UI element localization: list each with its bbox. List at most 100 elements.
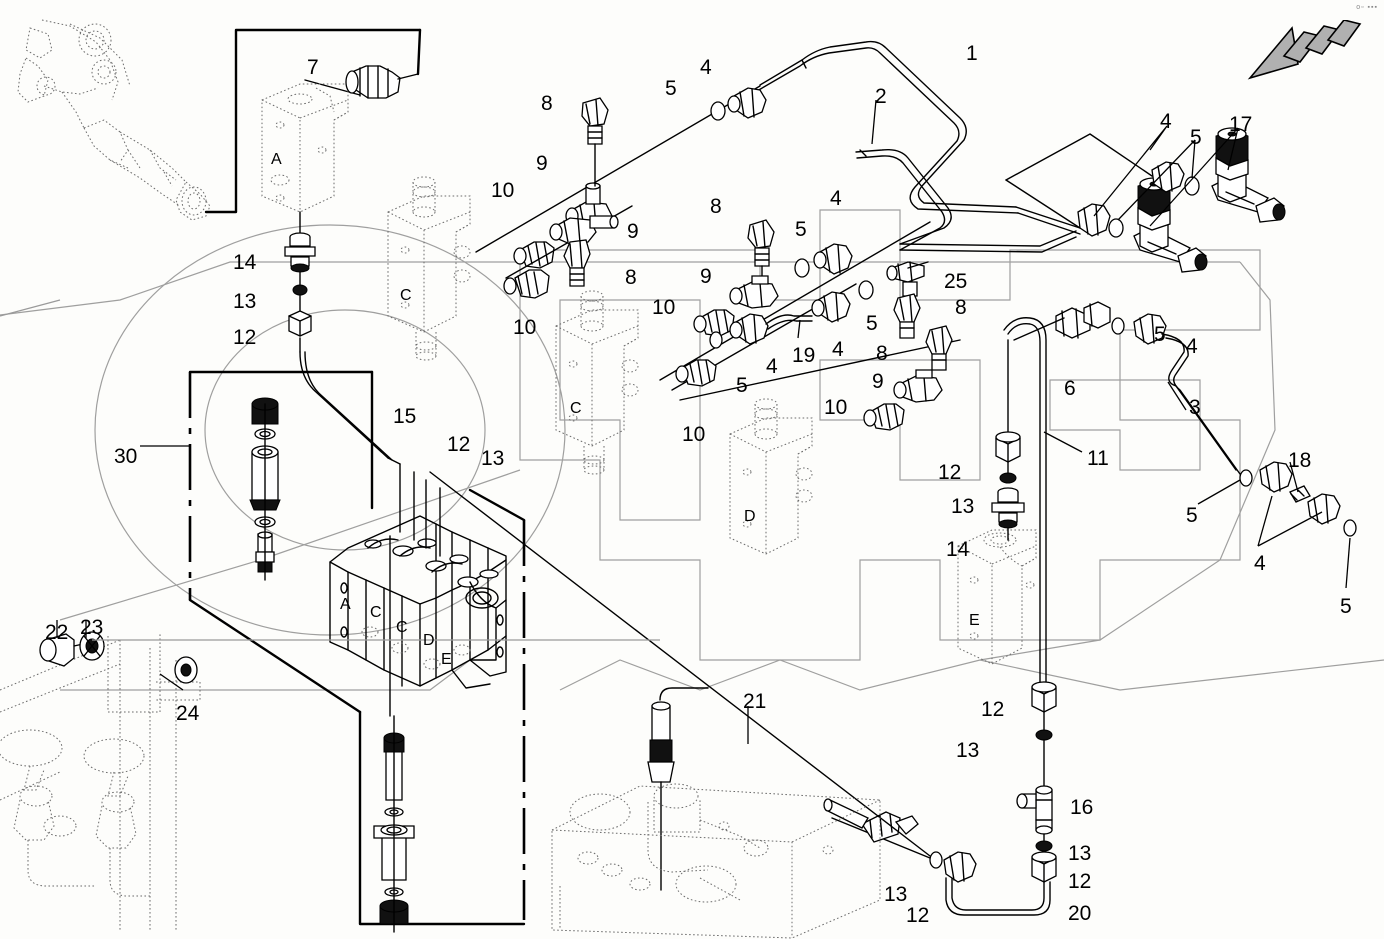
callout-5: 5	[1154, 323, 1166, 346]
callout-8: 8	[625, 266, 637, 289]
line-middle	[659, 221, 931, 381]
callout-22: 22	[45, 621, 69, 644]
line-right-valves-a	[1005, 179, 1081, 229]
callout-18: 18	[1288, 449, 1312, 472]
block-label-A: A	[271, 151, 282, 168]
coupling-21	[823, 798, 919, 843]
line-right-valves-b	[1005, 133, 1153, 181]
watermark	[0, 209, 1384, 691]
tube-2	[855, 148, 1077, 253]
nut-4-a	[727, 87, 767, 119]
callout-2: 2	[875, 85, 887, 108]
callout-4: 4	[830, 187, 842, 210]
callout-5: 5	[1186, 504, 1198, 527]
callout-8: 8	[876, 342, 888, 365]
washer-5-d	[858, 280, 874, 300]
oring-13-bottom-right	[1035, 729, 1053, 741]
callout-4: 4	[1254, 552, 1266, 575]
callout-21: 21	[743, 690, 767, 713]
valve-17-upper	[1211, 127, 1286, 223]
fitting-8-b	[563, 239, 591, 287]
fitting-14-right	[991, 487, 1025, 529]
tube-20	[951, 877, 1045, 911]
fitting-9-d	[893, 369, 943, 403]
long-leader-21	[429, 471, 931, 857]
fitting-16	[1016, 785, 1053, 835]
callout-5: 5	[795, 218, 807, 241]
callout-12: 12	[906, 904, 930, 927]
callout-23: 23	[80, 616, 104, 639]
reference-cylinder-assembly	[17, 19, 211, 221]
oring-13-left	[292, 284, 308, 296]
callout-13: 13	[233, 290, 257, 313]
washer-5-c	[794, 258, 810, 278]
callout-9: 9	[627, 220, 639, 243]
fitting-9-b	[549, 215, 619, 245]
callout-10: 10	[513, 316, 537, 339]
block-label-D: D	[423, 632, 435, 649]
callout-12: 12	[233, 326, 257, 349]
nut-4-d	[811, 291, 851, 323]
washer-5-h	[1343, 519, 1357, 537]
callout-4: 4	[832, 338, 844, 361]
manifold-stack	[329, 515, 507, 689]
fitting-10-c	[693, 309, 735, 337]
callout-7: 7	[307, 56, 319, 79]
washer-23	[79, 631, 105, 661]
callout-25: 25	[944, 270, 968, 293]
washer-5-g	[1239, 469, 1253, 487]
callout-3: 3	[1189, 396, 1201, 419]
block-label-D: D	[744, 508, 756, 525]
callout-13: 13	[481, 447, 505, 470]
callout-8: 8	[955, 296, 967, 319]
nut-4-g2	[1307, 493, 1341, 525]
callout-5: 5	[1190, 126, 1202, 149]
oring-13-right	[999, 472, 1017, 484]
fitting-8-c	[747, 219, 775, 283]
callout-4: 4	[1160, 110, 1172, 133]
fitting-10-a	[513, 241, 555, 269]
valve-block-D	[729, 398, 813, 555]
fitting-14-left	[284, 232, 316, 273]
washer-24	[174, 656, 198, 684]
nut-12-bottom-right	[1031, 681, 1057, 713]
callout-15: 15	[393, 405, 417, 428]
nut-4-c	[813, 243, 853, 275]
fitting-8-d	[893, 293, 921, 339]
tube-3	[1161, 333, 1237, 471]
callout-1: 1	[966, 42, 978, 65]
tube-21-top	[659, 687, 709, 701]
valve-block-E	[957, 529, 1037, 665]
callout-5: 5	[1340, 595, 1352, 618]
washer-5-j	[1108, 218, 1124, 238]
callout-20: 20	[1068, 902, 1092, 925]
fitting-10-d	[675, 359, 717, 387]
callout-13: 13	[884, 883, 908, 906]
callout-12: 12	[447, 433, 471, 456]
callout-4: 4	[700, 56, 712, 79]
callout-30: 30	[114, 445, 138, 468]
block-label-A: A	[340, 596, 351, 613]
callout-10: 10	[491, 179, 515, 202]
block-label-C: C	[396, 619, 408, 636]
callout-14: 14	[233, 251, 257, 274]
callout-19: 19	[792, 344, 816, 367]
block-label-C: C	[370, 604, 382, 621]
washer-5-e	[709, 331, 723, 349]
callout-13: 13	[1068, 842, 1092, 865]
valve-block-C-upper	[387, 176, 471, 361]
callout-5: 5	[866, 312, 878, 335]
fitting-25	[886, 261, 925, 297]
callout-13: 13	[956, 739, 980, 762]
filter-assembly-lower	[373, 715, 415, 933]
view-direction-arrow	[1247, 20, 1362, 80]
callout-11: 11	[1087, 447, 1109, 470]
callout-17: 17	[1229, 113, 1253, 136]
valve-block-C-middle	[555, 290, 639, 475]
callout-12: 12	[1068, 870, 1092, 893]
fitting-8-a	[581, 97, 609, 187]
detail-frame-A	[204, 28, 422, 214]
corner-mark: o▫ ▪▪▪	[1356, 4, 1378, 11]
valve-block-A-top	[261, 83, 349, 213]
